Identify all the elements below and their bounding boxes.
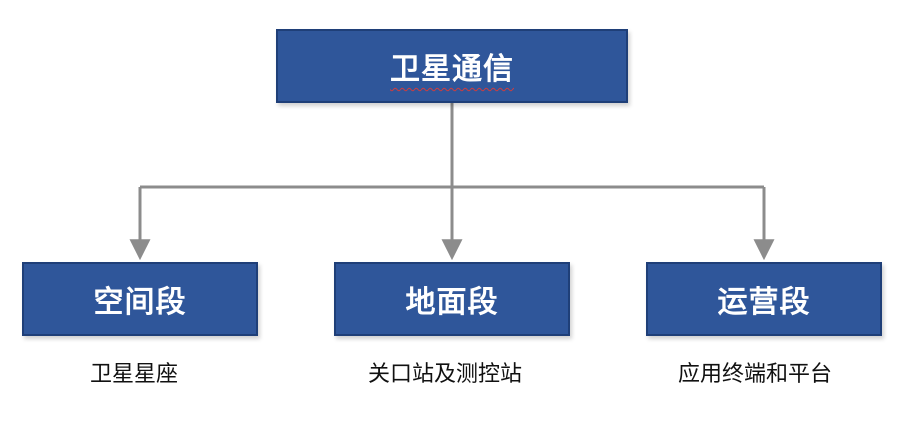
segment-box-user: 运营段	[646, 262, 882, 336]
segment-box-space: 空间段	[22, 262, 258, 336]
root-node-box: 卫星通信	[276, 29, 628, 103]
root-node-label: 卫星通信	[390, 52, 514, 87]
segment-label-ground: 地面段	[405, 285, 499, 320]
segment-caption-space: 卫星星座	[90, 362, 179, 387]
segment-label-user: 运营段	[717, 285, 811, 320]
segment-caption-user: 应用终端和平台	[678, 362, 833, 387]
segment-caption-ground: 关口站及测控站	[368, 362, 523, 387]
segment-label-space: 空间段	[93, 285, 187, 320]
segment-box-ground: 地面段	[334, 262, 570, 336]
